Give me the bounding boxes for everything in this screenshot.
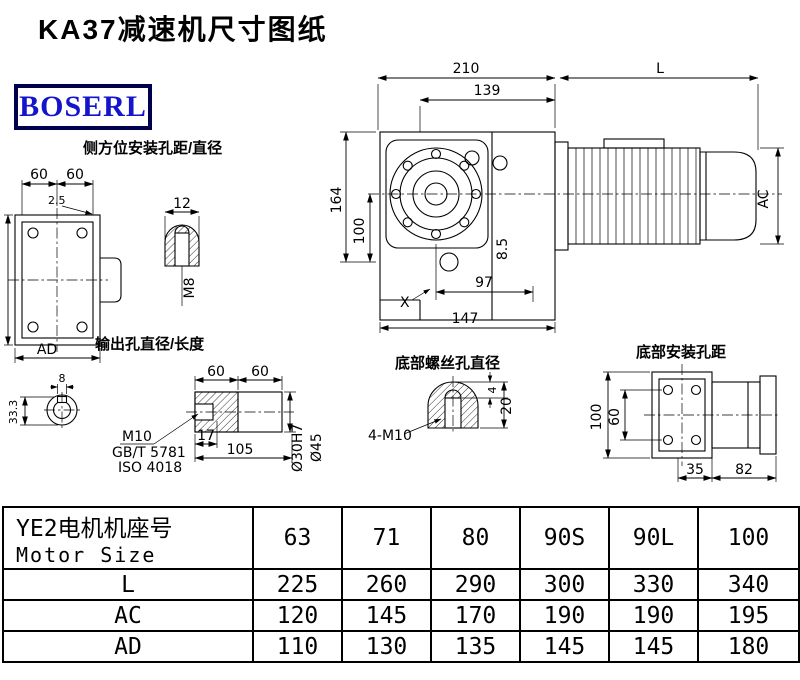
table-cell: 135: [430, 630, 521, 663]
table-cell: 145: [608, 630, 699, 663]
table-cell: 330: [608, 568, 699, 601]
table-cell: 180: [697, 630, 800, 663]
table-cell: 300: [519, 568, 610, 601]
table-row-L: L 225 260 290 300 330 340: [2, 568, 800, 601]
dim-17: 17: [197, 428, 215, 444]
dim-12: 12: [173, 196, 191, 212]
page-title: KA37减速机尺寸图纸: [38, 14, 328, 45]
dim-20: 20: [499, 397, 515, 415]
table-cell: 170: [430, 599, 521, 632]
table-cell: 340: [697, 568, 800, 601]
motor-size-71: 71: [341, 506, 432, 570]
motor-size-80: 80: [430, 506, 521, 570]
table-cell: 260: [341, 568, 432, 601]
dim-4-m10: 4-M10: [368, 428, 412, 444]
dim-100-bottom: 100: [589, 404, 605, 431]
dim-2-5: 2.5: [48, 194, 66, 207]
main-view-dimensions: 210 L 139 164 100 AC 8.5: [329, 61, 784, 333]
dim-82: 82: [735, 462, 753, 478]
table-cell: 225: [252, 568, 343, 601]
label-output-hole: 输出孔直径/长度: [95, 335, 205, 353]
motor-size-90s: 90S: [519, 506, 610, 570]
output-shaft-views: 输出孔直径/长度 8 33.3: [7, 335, 325, 476]
table-cell: 190: [608, 599, 699, 632]
dim-97: 97: [475, 275, 493, 291]
table-cell: 130: [341, 630, 432, 663]
dim-60b: 60: [251, 364, 269, 380]
dim-60a: 60: [207, 364, 225, 380]
boserl-logo: BOSERL: [14, 84, 152, 130]
dim-139: 139: [474, 83, 501, 99]
dim-d45: Ø45: [309, 433, 325, 462]
dim-d30h7: Ø30H7: [290, 424, 306, 472]
dim-4: 4: [486, 387, 499, 394]
thread-spec-iso: ISO 4018: [118, 460, 182, 476]
header-cn: YE2电机机座号: [16, 516, 173, 542]
row-label-AC: AC: [2, 599, 254, 632]
dim-X: X: [400, 295, 410, 311]
table-cell: 190: [519, 599, 610, 632]
row-label-AD: AD: [2, 630, 254, 663]
table-cell: 110: [252, 630, 343, 663]
dim-164: 164: [329, 187, 345, 214]
motor-size-table: YE2电机机座号 Motor Size 63 71 80 90S 90L 100…: [2, 506, 800, 663]
bottom-mount-view: 底部安装孔距 100 60: [589, 343, 780, 482]
dim-100: 100: [352, 218, 368, 245]
header-en: Motor Size: [16, 543, 157, 567]
thread-spec-m10: M10: [122, 429, 152, 445]
row-label-L: L: [2, 568, 254, 601]
dim-60-right: 60: [66, 167, 84, 183]
table-row-AD: AD 110 130 135 145 145 180: [2, 630, 800, 663]
dim-147: 147: [452, 311, 479, 327]
dim-60-left: 60: [30, 167, 48, 183]
dim-210: 210: [453, 61, 480, 77]
table-header-motor-size: YE2电机机座号 Motor Size: [2, 506, 254, 570]
dim-L: L: [656, 61, 664, 77]
dim-8-5: 8.5: [495, 238, 511, 260]
dim-105: 105: [227, 442, 254, 458]
main-assembly-view: [368, 131, 782, 321]
table-cell: 195: [697, 599, 800, 632]
table-header-row: YE2电机机座号 Motor Size 63 71 80 90S 90L 100: [2, 506, 800, 570]
table-cell: 145: [519, 630, 610, 663]
motor-size-90l: 90L: [608, 506, 699, 570]
side-view: 60 60 2.5 AD: [4, 167, 122, 363]
table-cell: 290: [430, 568, 521, 601]
table-row-AC: AC 120 145 170 190 190 195: [2, 599, 800, 632]
dim-33-3: 33.3: [7, 400, 20, 425]
dim-AC: AC: [756, 189, 772, 208]
label-side-mount: 侧方位安装孔距/直径: [83, 139, 222, 157]
motor-size-100: 100: [697, 506, 800, 570]
side-mount-hole-detail: 侧方位安装孔距/直径 12 M8: [83, 139, 222, 306]
dim-M8: M8: [182, 278, 198, 299]
logo-text: BOSERL: [19, 90, 147, 123]
dim-35: 35: [686, 462, 704, 478]
dim-60-bottom: 60: [607, 408, 623, 426]
bottom-screw-hole-view: 底部螺丝孔直径 4-M10 4 20: [368, 354, 515, 444]
table-cell: 120: [252, 599, 343, 632]
table-cell: 145: [341, 599, 432, 632]
dim-8: 8: [59, 372, 66, 385]
label-bottom-screw: 底部螺丝孔直径: [395, 354, 500, 372]
label-bottom-mount: 底部安装孔距: [636, 343, 726, 361]
dim-AD: AD: [37, 342, 57, 358]
technical-drawing: 210 L 139 164 100 AC 8.5: [4, 61, 784, 482]
thread-spec-gb: GB/T 5781: [112, 445, 186, 461]
motor-size-63: 63: [252, 506, 343, 570]
